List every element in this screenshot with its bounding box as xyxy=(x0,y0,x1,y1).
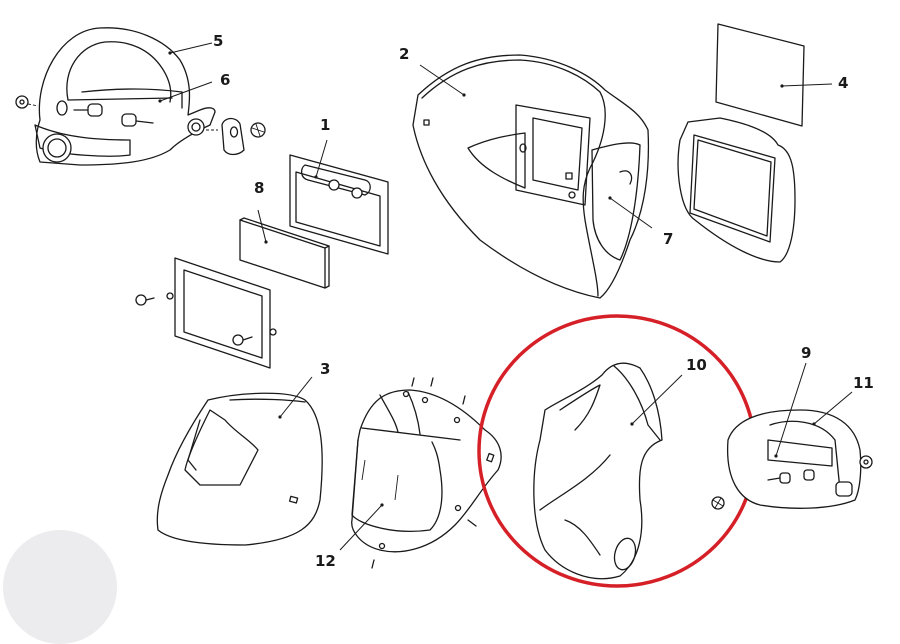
part-label-3: 3 xyxy=(320,360,331,378)
part-label-8: 8 xyxy=(254,179,265,197)
inner-cover-lens xyxy=(239,209,330,289)
part-label-7: 7 xyxy=(663,230,674,248)
outer-cover-lens xyxy=(715,23,833,127)
faceshield xyxy=(339,377,502,569)
part-label-6: 6 xyxy=(220,71,231,89)
outer-lens-frame xyxy=(677,117,796,263)
parts-diagram xyxy=(15,23,873,588)
helmet-shell-side xyxy=(156,376,323,546)
part-label-5: 5 xyxy=(213,32,224,50)
adf-cartridge xyxy=(289,139,389,255)
lens-retaining-frame xyxy=(135,257,277,369)
part-label-1: 1 xyxy=(320,116,331,134)
fabric-hood xyxy=(533,362,683,580)
part-label-12: 12 xyxy=(315,552,336,570)
part-label-4: 4 xyxy=(838,74,849,92)
part-label-2: 2 xyxy=(399,45,410,63)
helmet-shell-front xyxy=(412,54,653,299)
headgear-assembly-right xyxy=(711,362,873,510)
part-label-9: 9 xyxy=(801,344,812,362)
headgear-assembly-top xyxy=(15,27,266,166)
part-label-10: 10 xyxy=(686,356,707,374)
part-label-11: 11 xyxy=(853,374,874,392)
